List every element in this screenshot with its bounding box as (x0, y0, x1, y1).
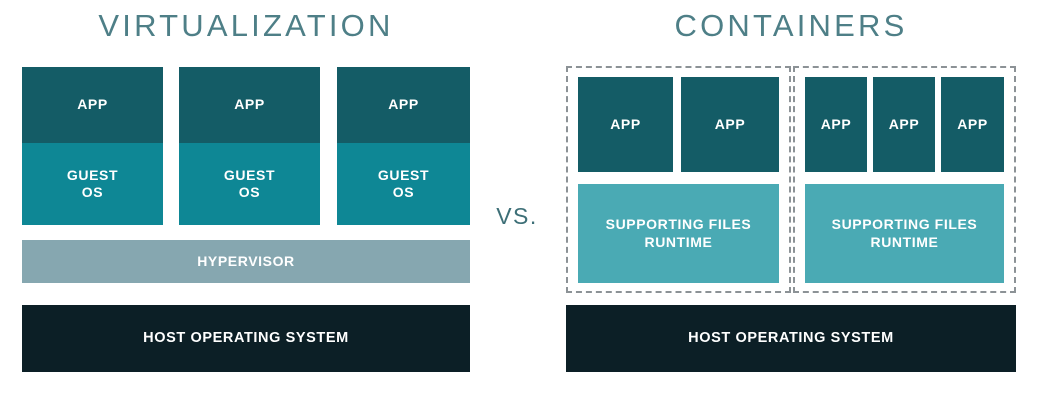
hypervisor-block: HYPERVISOR (22, 240, 470, 283)
container-group-2-app-1: APP (805, 77, 867, 172)
vm-1-app-block: APP (22, 67, 163, 143)
vm-2-app-block: APP (179, 67, 320, 143)
vm-1-guest-os-block: GUEST OS (22, 143, 163, 225)
container-group-1-outline (566, 66, 791, 293)
virtualization-title: VIRTUALIZATION (98, 8, 394, 43)
container-group-2-app-3: APP (941, 77, 1004, 172)
vm-3-app-block: APP (337, 67, 470, 143)
container-group-2-outline (793, 66, 1016, 293)
host-operating-system-block-left: HOST OPERATING SYSTEM (22, 305, 470, 372)
container-group-2-app-2: APP (873, 77, 935, 172)
host-operating-system-block-right: HOST OPERATING SYSTEM (566, 305, 1016, 372)
container-group-2-supporting-files-runtime: SUPPORTING FILES RUNTIME (805, 184, 1004, 283)
container-group-1-app-2: APP (681, 77, 779, 172)
container-group-1-supporting-files-runtime: SUPPORTING FILES RUNTIME (578, 184, 779, 283)
vm-3-guest-os-block: GUEST OS (337, 143, 470, 225)
versus-label: VS. (496, 203, 538, 229)
containers-title: CONTAINERS (674, 8, 908, 43)
container-group-1-app-1: APP (578, 77, 673, 172)
vm-2-guest-os-block: GUEST OS (179, 143, 320, 225)
